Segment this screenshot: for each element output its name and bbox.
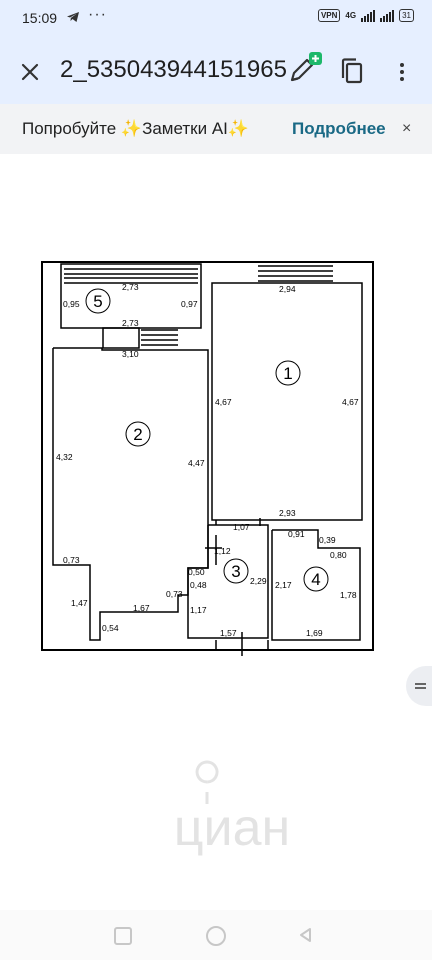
dim-label: 1,57	[220, 628, 237, 638]
edit-button[interactable]	[286, 52, 322, 88]
copy-button[interactable]	[338, 56, 366, 86]
telegram-icon	[67, 12, 79, 22]
floor-plan-viewer[interactable]: 5 1 2 3 4 2,73 0,95 0,97 2,73 2,94 4,67 …	[0, 154, 432, 910]
dim-label: 0,73	[63, 555, 80, 565]
promo-close-button[interactable]: ×	[402, 120, 412, 137]
dim-label: 4,67	[342, 397, 359, 407]
more-vert-icon	[400, 63, 404, 67]
dim-label: 2,94	[279, 284, 296, 294]
dim-label: 1,69	[306, 628, 323, 638]
document-title: 2_535043944151965	[60, 56, 287, 83]
promo-learn-more-link[interactable]: Подробнее	[292, 119, 386, 138]
home-icon[interactable]	[206, 926, 226, 946]
room-number-5: 5	[93, 292, 102, 311]
dim-label: 0,50	[188, 567, 205, 577]
dim-label: 4,67	[215, 397, 232, 407]
dim-label: 2,73	[122, 318, 139, 328]
status-time: 15:09	[22, 10, 58, 26]
signal-2-icon	[380, 9, 395, 22]
dim-label: 2,29	[250, 576, 267, 586]
status-indicators: VPN 4G 31	[317, 9, 414, 22]
room-number-1: 1	[283, 364, 292, 383]
dim-label: 1,17	[190, 605, 207, 615]
room-number-3: 3	[231, 562, 240, 581]
dim-label: 2,17	[275, 580, 292, 590]
floor-plan-image: 5 1 2 3 4 2,73 0,95 0,97 2,73 2,94 4,67 …	[41, 261, 374, 857]
dim-label: 2,73	[122, 282, 139, 292]
dim-label: 1,07	[233, 522, 250, 532]
pencil-plus-icon	[290, 52, 322, 82]
dim-label: 0,73	[166, 589, 183, 599]
promo-text: Попробуйте ✨Заметки AI✨	[22, 119, 250, 138]
dim-label: 0,48	[190, 580, 207, 590]
dimension-labels: 2,73 0,95 0,97 2,73 2,94 4,67 4,67 2,93 …	[56, 282, 359, 638]
vpn-icon: VPN	[317, 9, 341, 22]
dim-label: 1,78	[340, 590, 357, 600]
more-notifications-icon: ···	[88, 6, 107, 23]
dim-label: 0,39	[319, 535, 336, 545]
dim-label: 1,67	[133, 603, 150, 613]
dim-label: 0,54	[102, 623, 119, 633]
dim-label: 1,47	[71, 598, 88, 608]
copy-icon	[341, 58, 363, 84]
room-number-4: 4	[311, 570, 320, 589]
cian-watermark: циан	[174, 760, 290, 857]
network-type-icon: 4G	[345, 10, 357, 20]
more-options-button[interactable]	[390, 58, 414, 86]
recents-icon[interactable]	[114, 927, 132, 945]
battery-icon: 31	[399, 9, 414, 22]
dim-label: 4,47	[188, 458, 205, 468]
dim-label: 2,93	[279, 508, 296, 518]
dim-label: 0,95	[63, 299, 80, 309]
dim-label: 3,10	[122, 349, 139, 359]
close-button[interactable]	[16, 58, 44, 86]
dim-label: 4,32	[56, 452, 73, 462]
back-icon[interactable]	[298, 927, 312, 943]
dim-label: 1,12	[214, 546, 231, 556]
status-bar: 15:09 ··· VPN 4G 31	[0, 0, 432, 36]
navigation-bar	[0, 910, 432, 960]
dim-label: 0,97	[181, 299, 198, 309]
close-icon	[21, 63, 39, 81]
app-bar: 2_535043944151965	[0, 36, 432, 104]
signal-icon	[361, 9, 376, 22]
scroll-handle[interactable]	[406, 666, 432, 706]
room-number-2: 2	[133, 425, 142, 444]
watermark-text: циан	[174, 799, 290, 857]
dim-label: 0,91	[288, 529, 305, 539]
dim-label: 0,80	[330, 550, 347, 560]
promo-banner: Попробуйте ✨Заметки AI✨ Подробнее ×	[0, 104, 432, 154]
